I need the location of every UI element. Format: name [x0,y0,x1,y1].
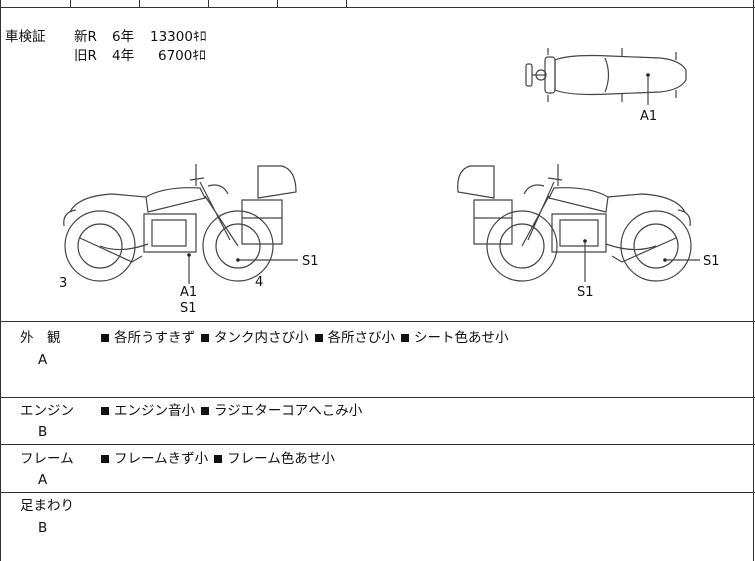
divider [0,444,755,445]
bullet-icon [101,333,109,342]
inspection-old-years: 4年 [112,48,135,64]
header-cell-divider [70,0,71,7]
frame-item: フレーム色あせ小 [227,451,335,467]
label-left-a1: A1 [180,285,198,300]
label-left-3: 3 [59,276,68,291]
engine-item: ラジエターコアへこみ小 [214,403,363,419]
divider [0,492,755,493]
exterior-item: タンク内さび小 [214,330,309,346]
motorcycle-right-view-icon [457,164,700,282]
exterior-item: 各所さび小 [327,330,396,346]
section-frame-grade: A [38,472,48,488]
header-cell-divider [139,0,140,7]
motorcycle-top-view-icon [525,48,687,105]
motorcycle-diagram [63,48,700,284]
divider [0,321,755,322]
bullet-icon [214,454,223,463]
inspection-old-value: 6700ｷﾛ [158,48,206,64]
exterior-item: 各所うすきず [114,330,195,346]
section-exterior-items: 各所うすきず タンク内さび小 各所さび小 シート色あせ小 [101,330,509,346]
bullet-icon [401,333,409,342]
bullet-icon [314,333,323,342]
bullet-icon [101,454,109,463]
section-engine-name: エンジン [20,403,74,419]
bullet-icon [101,406,109,415]
label-left-4: 4 [255,275,264,290]
section-suspension-grade: B [38,520,48,536]
frame-item: フレームきず小 [114,451,209,467]
label-right-s1-center: S1 [577,285,594,300]
engine-item: エンジン音小 [114,403,195,419]
section-frame-name: フレーム [20,451,74,467]
motorcycle-left-view-icon [63,164,298,284]
exterior-item: シート色あせ小 [414,330,509,346]
section-suspension-name: 足まわり [20,498,74,514]
inspection-old-type: 旧R [74,48,97,64]
inspection-new-years: 6年 [112,29,135,45]
label-top-a1: A1 [640,109,658,124]
divider [0,7,755,8]
header-cell-divider [208,0,209,7]
inspection-new-type: 新R [74,29,97,45]
header-cell-divider [346,0,347,7]
section-frame-items: フレームきず小 フレーム色あせ小 [101,451,335,467]
label-left-s1-rear: S1 [302,254,319,269]
inspection-label: 車検証 [5,29,46,45]
bullet-icon [201,333,209,342]
section-exterior-name: 外 観 [20,330,61,346]
section-exterior-grade: A [38,352,48,368]
section-engine-grade: B [38,424,48,440]
section-engine-items: エンジン音小 ラジエターコアへこみ小 [101,403,362,419]
inspection-new-value: 13300ｷﾛ [150,29,207,45]
divider [0,397,755,398]
header-cell-divider [277,0,278,7]
label-left-s1-below: S1 [180,301,197,316]
bullet-icon [201,406,209,415]
label-right-s1-side: S1 [703,254,720,269]
